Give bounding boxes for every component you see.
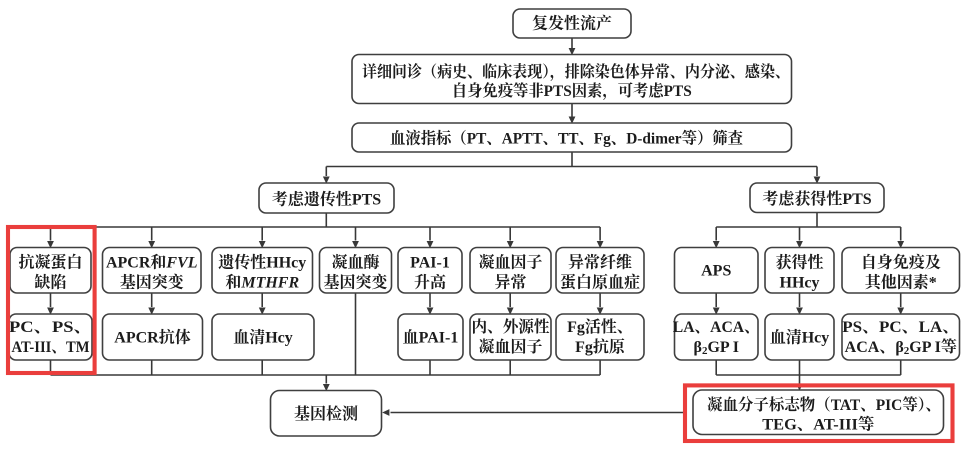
svg-text:和MTHFR: 和MTHFR — [225, 274, 299, 292]
svg-text:β2GP I: β2GP I — [694, 339, 740, 357]
svg-text:血清Hcy: 血清Hcy — [233, 328, 293, 347]
svg-text:基因检测: 基因检测 — [294, 404, 358, 423]
svg-text:异常: 异常 — [494, 273, 526, 292]
svg-text:Fg抗原: Fg抗原 — [575, 337, 626, 356]
svg-text:凝血因子: 凝血因子 — [478, 337, 542, 356]
svg-text:Fg活性、: Fg活性、 — [567, 317, 633, 336]
svg-text:PAI-1: PAI-1 — [410, 255, 450, 272]
svg-text:凝血分子标志物（TAT、PIC等）、: 凝血分子标志物（TAT、PIC等）、 — [707, 395, 941, 414]
svg-text:凝血因子: 凝血因子 — [478, 253, 542, 272]
svg-text:基因突变: 基因突变 — [120, 273, 185, 292]
svg-text:AT-III、TM: AT-III、TM — [12, 339, 90, 356]
svg-text:血PAI-1: 血PAI-1 — [403, 329, 459, 347]
svg-text:升高: 升高 — [414, 273, 446, 292]
svg-text:考虑遗传性PTS: 考虑遗传性PTS — [272, 190, 381, 209]
svg-text:考虑获得性PTS: 考虑获得性PTS — [762, 189, 871, 208]
svg-text:PS、PC、LA、: PS、PC、LA、 — [842, 319, 959, 336]
svg-text:内、外源性: 内、外源性 — [472, 317, 550, 336]
svg-text:其他因素*: 其他因素* — [865, 273, 937, 292]
svg-text:自身免疫等非PTS因素，可考虑PTS: 自身免疫等非PTS因素，可考虑PTS — [452, 81, 692, 101]
svg-text:抗凝蛋白: 抗凝蛋白 — [18, 253, 82, 272]
svg-text:缺陷: 缺陷 — [34, 273, 66, 292]
svg-text:ACA、β2GP I等: ACA、β2GP I等 — [845, 337, 957, 357]
svg-text:APCR和FVL: APCR和FVL — [106, 254, 198, 272]
svg-text:基因突变: 基因突变 — [323, 273, 388, 292]
svg-text:TEG、AT-III等: TEG、AT-III等 — [762, 415, 874, 434]
svg-text:获得性: 获得性 — [775, 253, 823, 272]
svg-text:自身免疫及: 自身免疫及 — [861, 253, 941, 272]
svg-text:复发性流产: 复发性流产 — [532, 14, 612, 33]
svg-text:APS: APS — [701, 263, 731, 280]
svg-text:APCR抗体: APCR抗体 — [114, 328, 190, 347]
svg-text:凝血酶: 凝血酶 — [331, 253, 379, 272]
svg-text:HHcy: HHcy — [780, 275, 820, 292]
svg-text:血清Hcy: 血清Hcy — [770, 328, 830, 347]
svg-text:遗传性HHcy: 遗传性HHcy — [218, 253, 306, 272]
svg-text:详细问诊（病史、临床表现），排除染色体异常、内分泌、感染、: 详细问诊（病史、临床表现），排除染色体异常、内分泌、感染、 — [362, 62, 790, 82]
svg-text:PC、PS、: PC、PS、 — [9, 319, 92, 336]
svg-text:异常纤维: 异常纤维 — [568, 253, 632, 272]
svg-text:血液指标（PT、APTT、TT、Fg、D-dimer等）筛查: 血液指标（PT、APTT、TT、Fg、D-dimer等）筛查 — [390, 129, 743, 148]
svg-text:LA、ACA、: LA、ACA、 — [673, 319, 760, 336]
svg-text:蛋白原血症: 蛋白原血症 — [560, 273, 640, 292]
